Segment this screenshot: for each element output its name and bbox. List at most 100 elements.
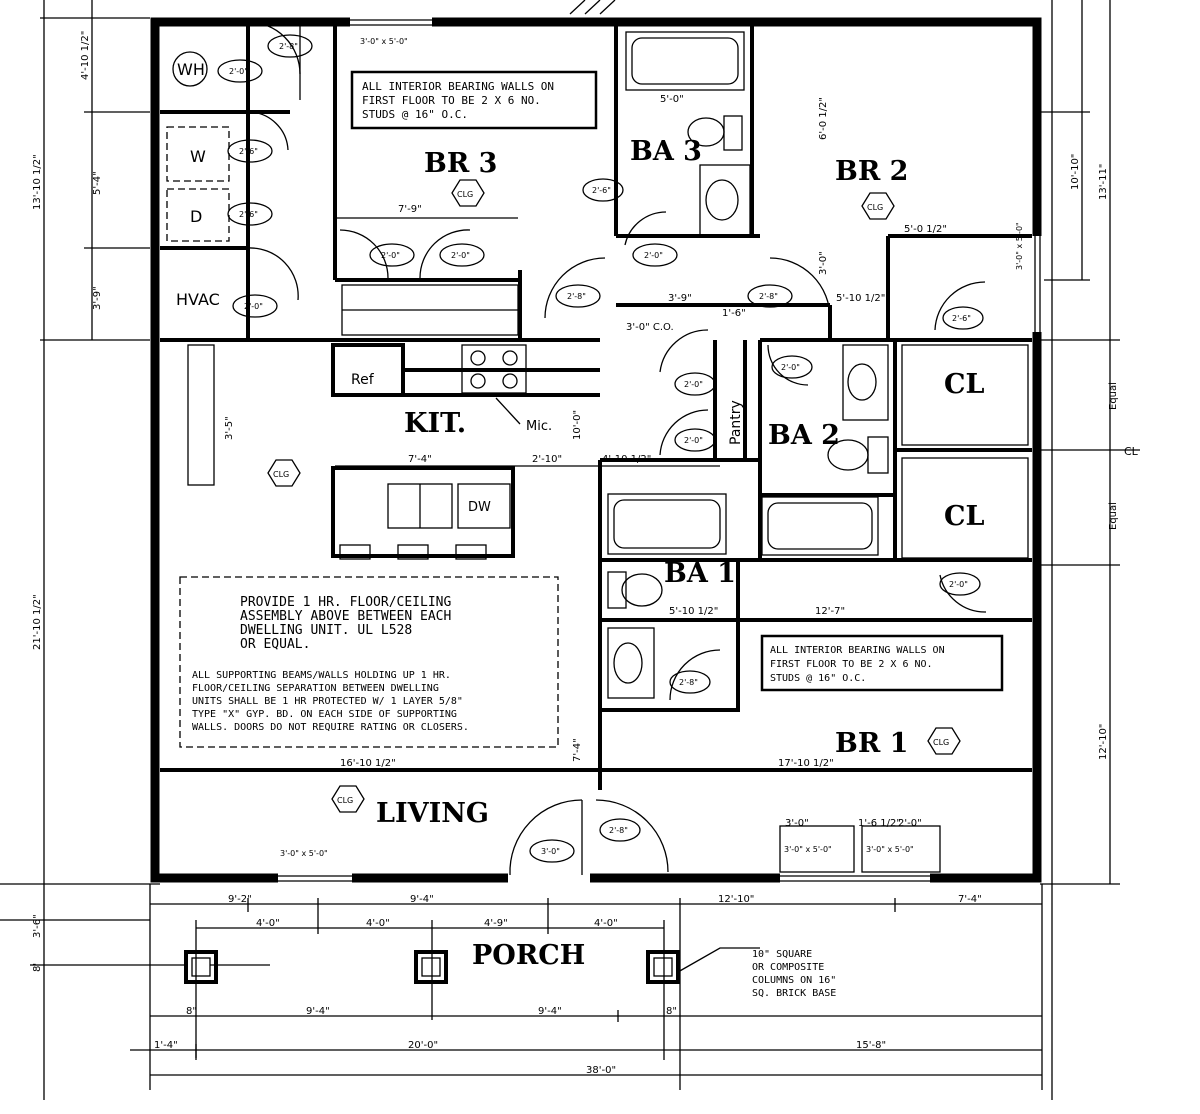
room-label-living: LIVING <box>376 798 489 829</box>
dim-label: 12'-10" <box>718 894 754 905</box>
dim-label: 12'-7" <box>815 606 845 617</box>
dim-label: 4'-0" <box>366 918 390 929</box>
door-tag: 2'-8" <box>567 292 586 301</box>
room-label-br1: BR 1 <box>835 728 908 759</box>
door-tags: 2'-8" 2'-0" 2'-6" 2'-6" 2'-0" 2'-0" 2'-0… <box>217 34 984 863</box>
hvac-label: HVAC <box>176 290 220 309</box>
dim-label: 20'-0" <box>408 1040 438 1051</box>
door-tag: 2'-8" <box>279 42 298 51</box>
door-tag: 2'-0" <box>949 580 968 589</box>
dim-label: 4'-9" <box>484 918 508 929</box>
dim-label: 13'-11" <box>1098 164 1109 200</box>
dim-label: 21'-10 1/2" <box>32 594 43 650</box>
dim-label: 5'-0" <box>660 94 684 105</box>
notes: ALL INTERIOR BEARING WALLS ON FIRST FLOO… <box>179 70 1004 999</box>
fire-rating-note-line: ALL SUPPORTING BEAMS/WALLS HOLDING UP 1 … <box>192 670 451 681</box>
fire-rating-note-line: WALLS. DOORS DO NOT REQUIRE RATING OR CL… <box>192 722 469 733</box>
fire-rating-note-line: DWELLING UNIT. UL L528 <box>240 623 412 638</box>
bearing-note-upper-line: ALL INTERIOR BEARING WALLS ON <box>362 80 554 93</box>
dimension-lines <box>0 0 1140 1100</box>
door-tag: 2'-0" <box>781 363 800 372</box>
dim-label: 5'-10 1/2" <box>669 606 718 617</box>
dim-label: 3'-0" <box>818 251 829 275</box>
dim-label: 15'-8" <box>856 1040 886 1051</box>
window-tag: 3'-0" x 5'-0" <box>866 845 914 854</box>
door-tag: 2'-0" <box>684 380 703 389</box>
dim-label: 4'-0" <box>256 918 280 929</box>
dim-label: 9'-4" <box>538 1006 562 1017</box>
dim-label: 3'-0" C.O. <box>626 322 674 333</box>
dim-label: 7'-4" <box>408 454 432 465</box>
door-tag: 2'-6" <box>952 314 971 323</box>
fire-rating-note-line: OR EQUAL. <box>240 637 310 652</box>
fire-rating-note-line: ASSEMBLY ABOVE BETWEEN EACH <box>240 609 451 624</box>
door-tag: 2'-6" <box>239 210 258 219</box>
door-tag: 2'-8" <box>609 826 628 835</box>
dim-label: 8" <box>666 1006 677 1017</box>
room-label-ba3: BA 3 <box>630 136 702 167</box>
bearing-note-upper-line: FIRST FLOOR TO BE 2 X 6 NO. <box>362 94 541 107</box>
pantry-label: Pantry <box>728 400 744 445</box>
fixture-labels: WH W D HVAC Ref Mic. DW Pantry CL <box>176 60 1139 515</box>
dim-label: 3'-9" <box>92 286 103 310</box>
dim-label: 10'-0" <box>572 410 583 440</box>
bearing-note-lower-line: ALL INTERIOR BEARING WALLS ON <box>770 645 945 656</box>
dim-label: 4'-0" <box>594 918 618 929</box>
dim-label: 7'-4" <box>958 894 982 905</box>
room-label-kit: KIT. <box>404 408 466 439</box>
dim-label: 1'-6 1/2" <box>858 818 901 829</box>
fire-rating-note-line: TYPE "X" GYP. BD. ON EACH SIDE OF SUPPOR… <box>192 709 457 720</box>
room-label-br2: BR 2 <box>835 156 908 187</box>
room-label-ba1: BA 1 <box>664 558 736 589</box>
window-tags: 3'-0" x 5'-0" 3'-0" x 5'-0" 3'-0" x 5'-0… <box>280 37 1024 858</box>
bearing-note-upper-line: STUDS @ 16" O.C. <box>362 108 468 121</box>
dimension-text: 4'-10 1/2" 5'-4" 3'-9" 13'-10 1/2" 21'-1… <box>32 31 1119 1076</box>
window-tag: 3'-0" x 5'-0" <box>360 37 408 46</box>
dim-label: 7'-4" <box>572 738 583 762</box>
dim-label: 2'-10" <box>532 454 562 465</box>
door-tag: 2'-0" <box>381 251 400 260</box>
room-labels: BR 3 BA 3 BR 2 KIT. BA 2 CL CL BA 1 BR 1… <box>376 136 984 971</box>
window-tag: 3'-0" x 5'-0" <box>1015 222 1024 270</box>
dim-label: 38'-0" <box>586 1065 616 1076</box>
dim-label: 3'-6" <box>32 914 43 938</box>
dim-label: 13'-10 1/2" <box>32 154 43 210</box>
dim-label: 16'-10 1/2" <box>340 758 396 769</box>
dim-label: 5'-0 1/2" <box>904 224 947 235</box>
dim-label: 3'-0" <box>785 818 809 829</box>
column-note-line: OR COMPOSITE <box>752 962 824 973</box>
dim-label: 5'-4" <box>92 171 103 195</box>
door-tag: 2'-6" <box>239 147 258 156</box>
door-tag: 2'-0" <box>684 436 703 445</box>
room-label-cl-lower: CL <box>944 501 984 532</box>
dim-label: 9'-4" <box>306 1006 330 1017</box>
dim-label: 3'-5" <box>224 416 235 440</box>
door-tag: 2'-8" <box>759 292 778 301</box>
dim-label: 10'-10" <box>1070 154 1081 190</box>
fire-rating-note-line: UNITS SHALL BE 1 HR PROTECTED W/ 1 LAYER… <box>192 696 463 707</box>
dim-label: 9'-2" <box>228 894 252 905</box>
door-tag: 2'-8" <box>679 678 698 687</box>
bearing-note-lower-line: FIRST FLOOR TO BE 2 X 6 NO. <box>770 659 933 670</box>
door-swings <box>247 21 987 876</box>
door-tag: 3'-0" <box>541 847 560 856</box>
dim-label: 2'-0" <box>898 818 922 829</box>
bearing-note-lower-line: STUDS @ 16" O.C. <box>770 673 866 684</box>
room-label-porch: PORCH <box>472 940 585 971</box>
refrigerator-label: Ref <box>351 372 375 388</box>
room-label-ba2: BA 2 <box>768 420 840 451</box>
ceiling-tags: CLG CLG CLG CLG CLG <box>267 179 961 813</box>
door-tag: 2'-0" <box>451 251 470 260</box>
ceiling-tag: CLG <box>867 203 883 212</box>
dim-label: 1'-6" <box>722 308 746 319</box>
dim-label: 1'-4" <box>154 1040 178 1051</box>
washer-label: W <box>190 147 206 166</box>
window-tag: 3'-0" x 5'-0" <box>784 845 832 854</box>
dim-label: 3'-9" <box>668 293 692 304</box>
dim-label: 6'-0 1/2" <box>818 97 829 140</box>
dim-label: 4'-10 1/2" <box>602 454 651 465</box>
door-tag: 2'-0" <box>229 67 248 76</box>
water-heater-label: WH <box>177 60 205 79</box>
door-tag: 2'-0" <box>644 251 663 260</box>
